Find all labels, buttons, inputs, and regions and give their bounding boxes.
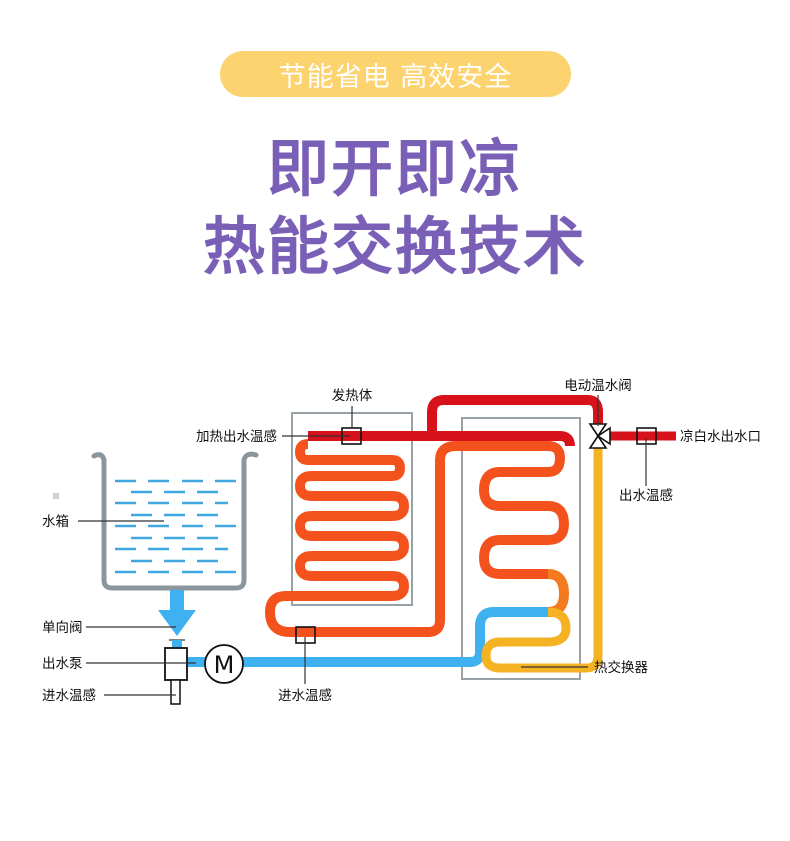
pump-inlet-pipe <box>172 640 182 652</box>
label-check-valve: 单向阀 <box>42 620 83 636</box>
hot-outlet-pipe <box>308 431 575 447</box>
heater-coil-pipe <box>264 439 548 637</box>
label-outlet-pump: 出水泵 <box>42 656 83 672</box>
page-title-line1: 即开即凉 <box>266 132 523 205</box>
label-inlet-temp-sensor-left: 进水温感 <box>42 687 96 704</box>
exchanger-coil-bend <box>547 569 570 617</box>
label-heater: 发热体 <box>332 388 373 404</box>
tank-outlet-pipe <box>170 590 184 612</box>
water-tank <box>91 451 259 591</box>
exchanger-return-pipe <box>481 444 603 673</box>
cold-water-pipe <box>186 607 548 667</box>
motor <box>204 644 244 684</box>
exchanger-coil-spacer <box>494 478 548 494</box>
motor-symbol: M <box>214 651 235 679</box>
label-inlet-temp-sensor-mid: 进水温感 <box>278 687 332 704</box>
feature-badge-text: 节能省电 高效安全 <box>278 61 513 93</box>
label-cool-water-outlet: 凉白水出水口 <box>680 429 761 445</box>
label-water-tank: 水箱 <box>42 514 69 530</box>
outlet-pump <box>164 647 188 681</box>
heat-exchanger-frame <box>461 417 581 680</box>
electric-valve <box>588 423 611 449</box>
water-waves <box>115 479 236 574</box>
inlet-temp-sensor-probe <box>170 679 181 705</box>
label-heat-exchanger: 热交换器 <box>594 659 648 676</box>
feature-badge: 节能省电 高效安全 <box>220 51 571 97</box>
label-outlet-temp-sensor: 出水温感 <box>619 487 673 504</box>
label-heating-outlet-temp-sensor: 加热出水温感 <box>196 428 277 445</box>
decorative-mark <box>53 493 59 499</box>
flow-arrow-down <box>158 610 196 636</box>
exchanger-coil-upper <box>478 441 570 579</box>
label-electric-valve: 电动温水阀 <box>564 378 632 394</box>
page-title-line2: 热能交换技术 <box>202 210 587 283</box>
